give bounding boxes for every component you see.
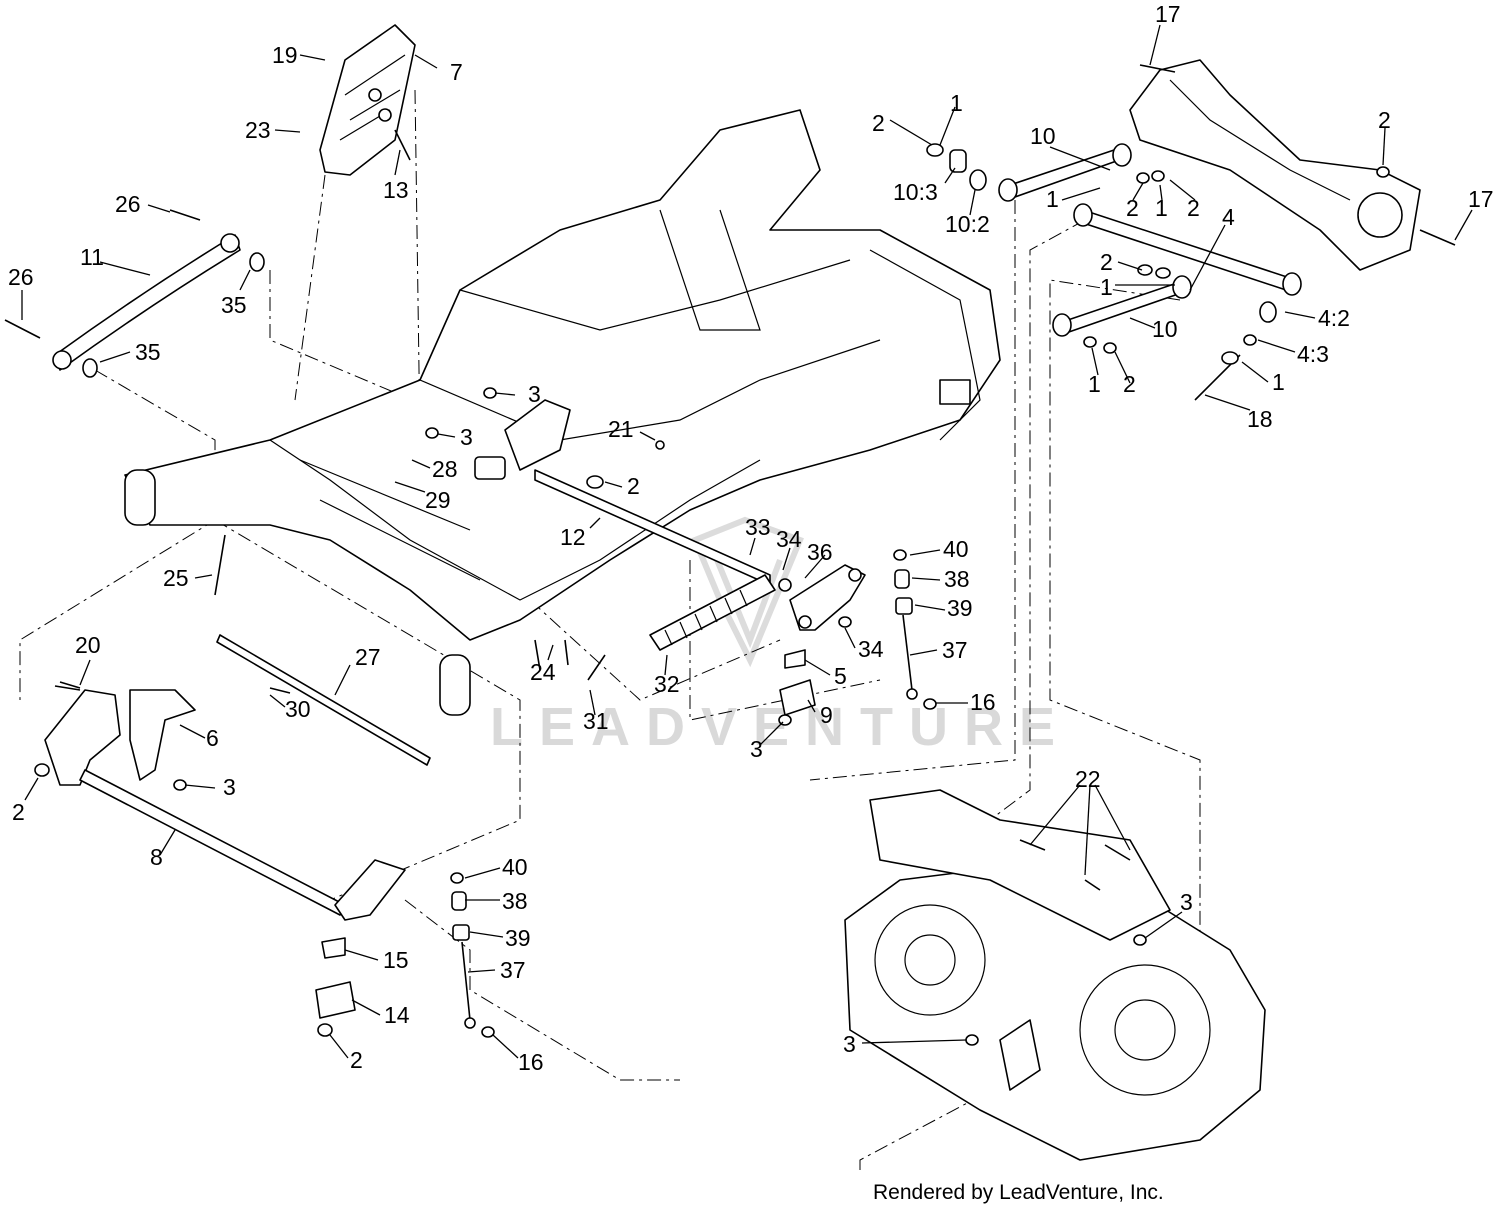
pins-and-bolts — [59, 387, 606, 694]
callout-35: 35 — [135, 339, 161, 365]
callout-5: 5 — [834, 663, 847, 689]
callout-10-2: 10:2 — [945, 211, 990, 237]
callout-4: 4 — [1222, 204, 1235, 230]
callout-16: 16 — [970, 689, 996, 715]
callout-26: 26 — [115, 191, 141, 217]
assembly-lines — [19, 89, 1201, 1170]
callout-38: 38 — [944, 566, 970, 592]
callout-40: 40 — [943, 536, 969, 562]
callout-24: 24 — [530, 659, 556, 685]
callout-9: 9 — [820, 702, 833, 728]
bushing-blocks-left — [315, 937, 356, 1037]
bushing-blocks-right — [778, 649, 816, 726]
callout-2: 2 — [12, 799, 25, 825]
watermark-text: LEADVENTURE — [490, 697, 1071, 757]
callout-2: 2 — [627, 473, 640, 499]
callout-11: 11 — [80, 244, 104, 270]
callout-18: 18 — [1247, 406, 1273, 432]
left-adjuster-rod — [450, 872, 495, 1038]
callout-4-2: 4:2 — [1318, 305, 1350, 331]
callout-23: 23 — [245, 117, 271, 143]
callout-10: 10 — [1152, 316, 1178, 342]
callout-2: 2 — [1187, 195, 1200, 221]
callout-39: 39 — [947, 595, 973, 621]
callout-10: 10 — [1030, 123, 1056, 149]
callout-21: 21 — [608, 416, 634, 442]
callout-32: 32 — [654, 671, 680, 697]
callout-15: 15 — [383, 947, 409, 973]
callout-40: 40 — [502, 854, 528, 880]
callout-30: 30 — [285, 696, 311, 722]
rod-hardware — [926, 64, 1456, 365]
callout-14: 14 — [384, 1002, 410, 1028]
link-arm — [4, 209, 265, 378]
callout-19: 19 — [272, 42, 298, 68]
hand-control-bracket — [319, 24, 416, 176]
main-frame — [124, 109, 1001, 716]
callout-25: 25 — [163, 565, 189, 591]
callout-3: 3 — [1180, 889, 1193, 915]
center-shaft-assembly — [474, 399, 771, 586]
mower-deck — [844, 789, 1266, 1161]
callout-4-3: 4:3 — [1297, 341, 1329, 367]
callout-39: 39 — [505, 925, 531, 951]
link-rods — [998, 143, 1302, 401]
callout-1: 1 — [950, 90, 963, 116]
callout-31: 31 — [583, 708, 609, 734]
callout-22: 22 — [1075, 766, 1101, 792]
render-credit: Rendered by LeadVenture, Inc. — [873, 1181, 1164, 1204]
callout-34: 34 — [858, 636, 884, 662]
right-lift-arm — [778, 564, 866, 631]
bar — [216, 634, 431, 766]
callout-17: 17 — [1468, 186, 1494, 212]
callout-13: 13 — [383, 177, 409, 203]
torsion-spring — [649, 574, 776, 651]
callout-29: 29 — [425, 487, 451, 513]
callout-1: 1 — [1100, 274, 1113, 300]
callout-28: 28 — [432, 456, 458, 482]
callout-16: 16 — [518, 1049, 544, 1075]
callout-20: 20 — [75, 632, 101, 658]
leader-lines — [21, 24, 1473, 1059]
callout-33: 33 — [745, 514, 771, 540]
callout-17: 17 — [1155, 1, 1181, 27]
callout-26: 26 — [8, 264, 34, 290]
callout-10-3: 10:3 — [893, 179, 938, 205]
callout-3: 3 — [750, 736, 763, 762]
callout-1: 1 — [1088, 371, 1101, 397]
callout-1: 1 — [1155, 195, 1168, 221]
callout-37: 37 — [942, 637, 968, 663]
callout-7: 7 — [450, 59, 463, 85]
callout-38: 38 — [502, 888, 528, 914]
callout-2: 2 — [1100, 249, 1113, 275]
callout-2: 2 — [1126, 195, 1139, 221]
callout-3: 3 — [460, 424, 473, 450]
callout-labels: 19 7 23 13 26 11 26 35 35 3 3 28 29 21 2… — [8, 1, 1494, 1075]
callout-2: 2 — [1378, 107, 1391, 133]
callout-37: 37 — [500, 957, 526, 983]
callout-3: 3 — [843, 1031, 856, 1057]
left-lift-assembly — [34, 685, 406, 921]
callout-6: 6 — [206, 725, 219, 751]
callout-35: 35 — [221, 292, 247, 318]
callout-3: 3 — [223, 774, 236, 800]
callout-34: 34 — [776, 526, 802, 552]
callout-36: 36 — [807, 539, 833, 565]
callout-27: 27 — [355, 644, 381, 670]
callout-1: 1 — [1272, 369, 1285, 395]
callout-8: 8 — [150, 844, 163, 870]
callout-12: 12 — [560, 524, 586, 550]
callout-2: 2 — [350, 1047, 363, 1073]
callout-3: 3 — [528, 381, 541, 407]
callout-2: 2 — [872, 110, 885, 136]
rear-pivot-bracket — [1129, 59, 1421, 271]
callout-1: 1 — [1046, 186, 1059, 212]
callout-2: 2 — [1123, 371, 1136, 397]
right-adjuster-rod — [893, 549, 937, 710]
